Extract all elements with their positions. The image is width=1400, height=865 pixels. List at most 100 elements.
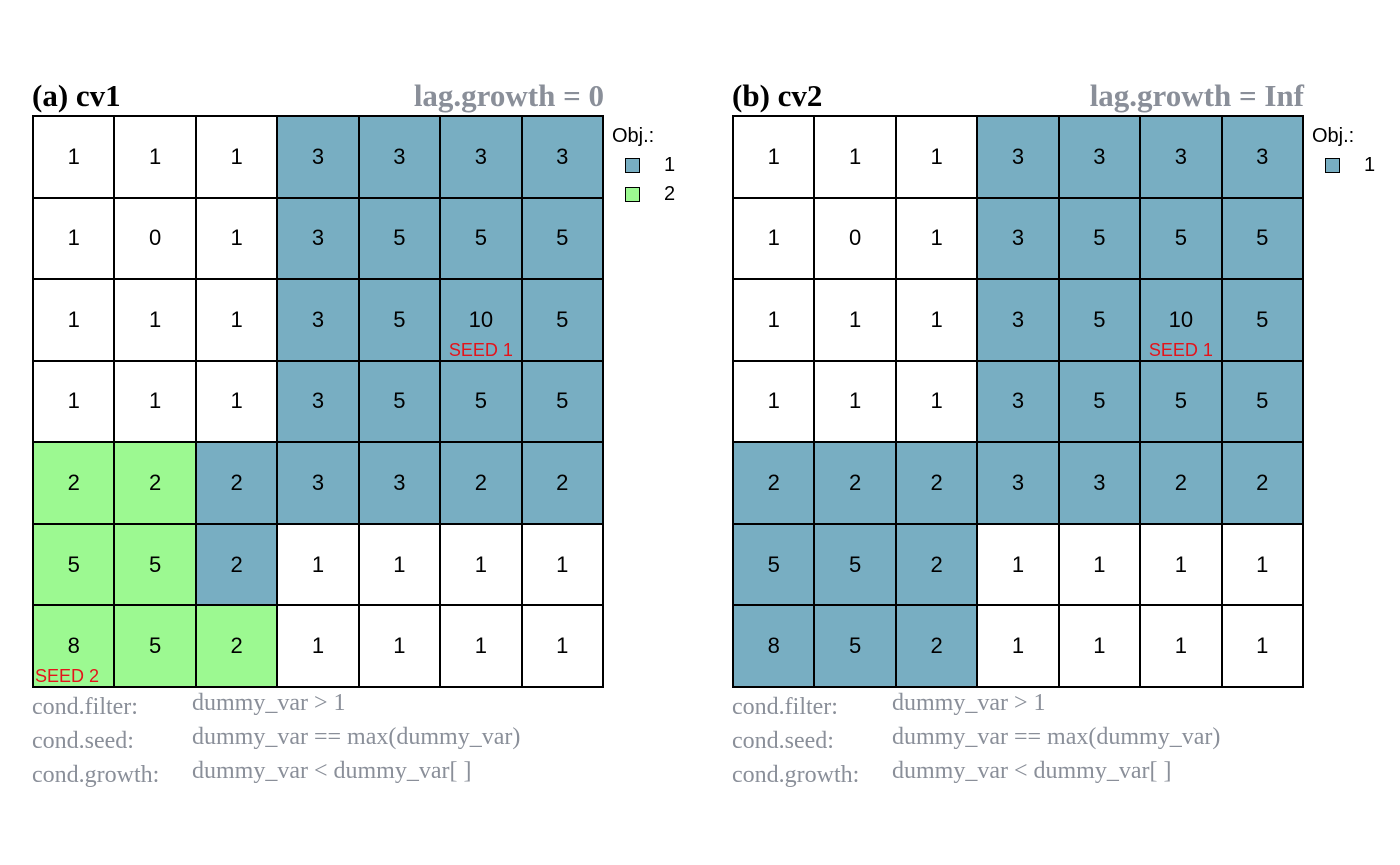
grid-cell: 3	[358, 442, 441, 524]
grid-cell: 2	[1140, 442, 1222, 524]
grid-cell: 1	[1058, 605, 1141, 687]
grid-cell: 1	[440, 605, 522, 687]
grid-cell: 5	[1140, 197, 1222, 280]
legend-item: 2	[625, 182, 675, 206]
cond-filter-value: dummy_var > 1	[192, 690, 346, 716]
cond-seed-value: dummy_var == max(dummy_var)	[192, 724, 521, 750]
grid-cell: 5	[1140, 360, 1222, 443]
grid-cell: 2	[521, 442, 603, 524]
grid-cell: 1	[733, 360, 815, 443]
grid-cell: 5	[440, 360, 522, 443]
grid-cell: 2	[114, 442, 196, 524]
grid-cell: 1	[814, 279, 896, 361]
grid-cell: 3	[277, 197, 359, 280]
grid-cell: 5	[1058, 360, 1141, 443]
grid-cell: 3	[277, 279, 359, 361]
grid-cell: 1	[521, 523, 603, 606]
grid-cell: 0	[814, 197, 896, 280]
legend-title: Obj.:	[612, 125, 655, 147]
grid-cell: 1	[895, 279, 978, 361]
grid-cell: 1	[1221, 605, 1303, 687]
legend-swatch	[625, 186, 640, 202]
grid-cell: 5	[114, 605, 196, 687]
legend-item: 1	[1325, 153, 1375, 177]
seed-label: SEED 1	[448, 339, 513, 360]
grid-cell: 1	[440, 523, 522, 606]
grid-cell: 1	[195, 197, 278, 280]
grid-cell: 2	[440, 442, 522, 524]
grid-cell: 2	[733, 442, 815, 524]
grid-cell: 5	[733, 523, 815, 606]
grid-cell: 1	[895, 116, 978, 198]
grid-cell: 5	[521, 279, 603, 361]
grid-cell: 5	[358, 360, 441, 443]
grid-cell: 3	[1058, 442, 1141, 524]
grid-cell: 1	[277, 605, 359, 687]
grid-cell: 3	[440, 116, 522, 198]
grid-cell: 1	[1140, 523, 1222, 606]
grid-cell: 1	[195, 279, 278, 361]
grid-cell: 3	[277, 360, 359, 443]
grid-cell: 1	[1058, 523, 1141, 606]
panel-subtitle: lag.growth = 0	[413, 78, 604, 113]
grid-cell: 1	[733, 279, 815, 361]
legend-label: 1	[1364, 154, 1376, 176]
grid-cell: 2	[895, 605, 978, 687]
seed-label: SEED 1	[1148, 339, 1213, 360]
grid-cell: 0	[114, 197, 196, 280]
legend-swatch	[625, 157, 640, 173]
grid-cell: 1	[33, 279, 115, 361]
grid-cell: 1	[814, 360, 896, 443]
cond-growth-key: cond.growth:	[732, 762, 860, 788]
grid-cell: 3	[1058, 116, 1141, 198]
cond-growth-value: dummy_var < dummy_var[ ]	[892, 758, 1172, 784]
legend-item: 1	[625, 153, 675, 177]
grid-cell: 1	[33, 116, 115, 198]
grid-cell: 5	[814, 523, 896, 606]
grid-cell: 5	[814, 605, 896, 687]
grid-cell: 3	[277, 442, 359, 524]
grid-cell: 1	[195, 116, 278, 198]
grid-cell: 2	[195, 605, 278, 687]
grid-cell: 1	[358, 523, 441, 606]
grid-cell: 1	[733, 116, 815, 198]
grid-cell: 2	[33, 442, 115, 524]
grid-cell: 3	[977, 116, 1059, 198]
panel-subtitle: lag.growth = Inf	[1089, 78, 1304, 113]
grid-cell: 1	[733, 197, 815, 280]
grid-cell: 3	[521, 116, 603, 198]
grid-cell: 1	[33, 197, 115, 280]
grid-cell: 1	[977, 523, 1059, 606]
grid-cell: 3	[977, 279, 1059, 361]
grid-cell: 1	[977, 605, 1059, 687]
cond-filter-key: cond.filter:	[732, 694, 838, 720]
grid-cell: 3	[277, 116, 359, 198]
grid-cell: 1	[33, 360, 115, 443]
cond-seed-value: dummy_var == max(dummy_var)	[892, 724, 1221, 750]
grid-cell: 5	[1221, 197, 1303, 280]
grid-cell: 1	[114, 360, 196, 443]
legend-swatch	[1325, 157, 1340, 173]
grid-cell: 3	[977, 442, 1059, 524]
grid-cell: 1	[521, 605, 603, 687]
grid-cell: 1	[814, 116, 896, 198]
grid-cell: 5	[521, 197, 603, 280]
panel-title: (b) cv2	[732, 78, 823, 113]
grid-cell: 3	[977, 197, 1059, 280]
grid-cell: 1	[1221, 523, 1303, 606]
grid-cell: 2	[195, 442, 278, 524]
grid-cell: 8	[733, 605, 815, 687]
grid-cell: 2	[195, 523, 278, 606]
cond-seed-key: cond.seed:	[32, 728, 134, 754]
grid-cell: 1	[895, 197, 978, 280]
grid-cell: 1	[1140, 605, 1222, 687]
cond-filter-value: dummy_var > 1	[892, 690, 1046, 716]
cond-growth-key: cond.growth:	[32, 762, 160, 788]
grid-cell: 5	[1221, 360, 1303, 443]
